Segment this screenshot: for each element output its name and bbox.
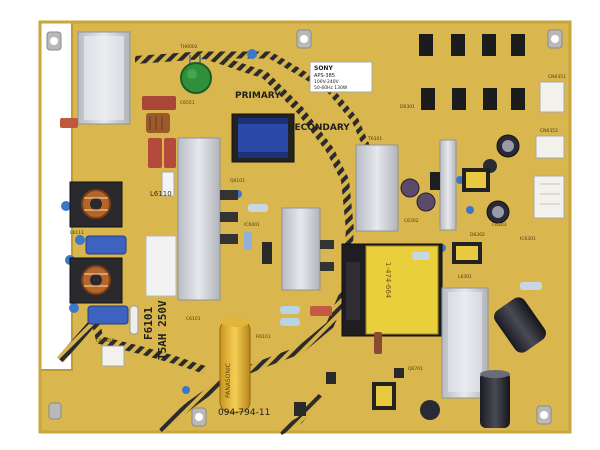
cap-brand: PANASONIC: [225, 363, 232, 398]
x-capacitors: [85, 235, 129, 325]
sticker-line1: 100V-240V: [314, 79, 340, 85]
sticker-model: APS-385: [314, 73, 335, 79]
thermistor: [180, 55, 212, 94]
svg-text:IC6301: IC6301: [520, 236, 536, 242]
heatsink-middle: [281, 207, 334, 291]
wound-inductor: [146, 113, 170, 133]
secondary-label: SECONDARY: [288, 123, 350, 133]
component-ref-sample: L6110: [150, 190, 172, 198]
heatsink-secondary-top: [355, 139, 457, 232]
svg-text:L6301: L6301: [458, 274, 472, 280]
secondary-capacitors: [400, 134, 520, 224]
svg-text:CN6101: CN6101: [96, 338, 114, 344]
svg-text:Q6101: Q6101: [230, 178, 245, 184]
svg-text:T6301: T6301: [367, 136, 382, 142]
svg-text:C6302: C6302: [404, 218, 419, 224]
svg-text:D6302: D6302: [470, 232, 485, 238]
primary-label: PRIMARY: [235, 91, 281, 101]
svg-text:IC6001: IC6001: [244, 222, 260, 228]
fuse-ref: F6101: [142, 307, 155, 340]
fuse-rating: T5AH 250V: [156, 300, 169, 360]
svg-text:C6101: C6101: [186, 316, 201, 322]
red-components: [60, 96, 332, 316]
svg-text:D6301: D6301: [400, 104, 415, 110]
svg-text:TH6002: TH6002: [179, 44, 198, 50]
large-output-capacitors: [420, 297, 546, 428]
part-number: 094-794-11: [218, 408, 270, 418]
small-yellow-inductor: [372, 242, 482, 410]
white-label: [145, 235, 177, 297]
sticker-brand: SONY: [314, 65, 333, 72]
svg-text:L6111: L6111: [70, 230, 84, 236]
silkscreen-refs: TH6002 C6551 L6111 T6301 CN6351 CN6352 D…: [70, 44, 566, 372]
output-connectors: [101, 81, 565, 367]
small-transformer: [462, 168, 490, 192]
bulk-capacitor: PANASONIC: [219, 317, 251, 413]
rating-sticker: SONY APS-385 100V-240V 50-60Hz 130W: [309, 61, 373, 93]
mosfet-array: [419, 34, 525, 110]
svg-text:R6101: R6101: [256, 334, 271, 340]
common-mode-choke-upper: [69, 181, 123, 228]
heatsink-bridge: [177, 137, 238, 301]
common-mode-choke-lower: [69, 257, 123, 304]
sticker-line2: 50-60Hz 130W: [314, 85, 348, 91]
primary-transformer: [231, 113, 295, 163]
svg-text:C6303: C6303: [492, 222, 507, 228]
svg-text:Q6701: Q6701: [408, 366, 423, 372]
small-components: [129, 172, 542, 416]
svg-text:C6551: C6551: [180, 100, 195, 106]
svg-text:CN6352: CN6352: [540, 128, 558, 134]
svg-text:1-474-664: 1-474-664: [384, 262, 392, 299]
mounting-holes: [46, 29, 563, 427]
svg-text:CN6351: CN6351: [548, 74, 566, 80]
heatsink-input: [77, 31, 131, 125]
